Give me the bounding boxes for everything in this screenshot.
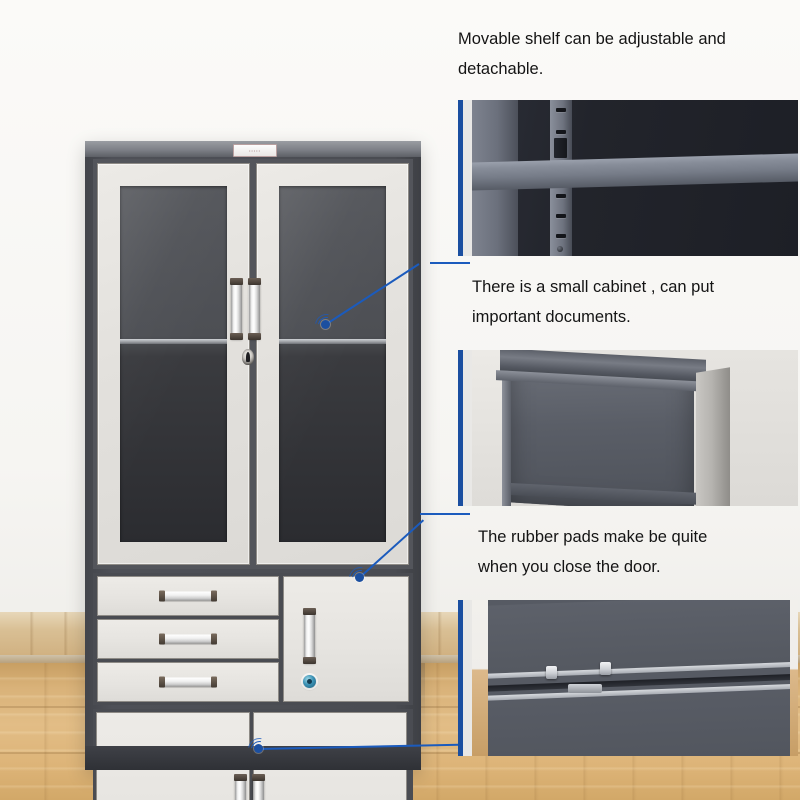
shelf-support-clip bbox=[554, 138, 567, 158]
leader-line-shelf-tail bbox=[430, 262, 470, 264]
room-background-right bbox=[790, 600, 798, 756]
glass-door-handle-left[interactable] bbox=[230, 278, 243, 340]
glass-door-right[interactable] bbox=[256, 163, 409, 565]
glass-pane-left bbox=[120, 186, 227, 542]
drawer-top[interactable] bbox=[97, 576, 279, 616]
glass-reflection bbox=[279, 186, 386, 542]
photo-accent-bar bbox=[458, 100, 463, 256]
filing-cabinet: ••••• bbox=[85, 141, 421, 800]
cabinet-plinth bbox=[85, 746, 421, 770]
glass-door-lock[interactable] bbox=[242, 349, 254, 365]
drawer-stack bbox=[97, 576, 279, 702]
photo-image-rubber-pads bbox=[472, 600, 798, 756]
photo-movable-shelf bbox=[458, 100, 798, 256]
callout-rubber-pads: The rubber pads make be quite when you c… bbox=[478, 522, 798, 582]
marker-dot bbox=[321, 320, 330, 329]
peg-hole bbox=[556, 194, 566, 198]
middle-section bbox=[93, 573, 413, 705]
door-catch-tab bbox=[568, 684, 602, 693]
marker-dot bbox=[355, 573, 364, 582]
glass-door-section bbox=[93, 159, 413, 569]
small-cabinet-marker[interactable] bbox=[344, 562, 378, 595]
callout-small-cabinet: There is a small cabinet , can put impor… bbox=[472, 272, 792, 332]
small-cabinet-front-edge bbox=[502, 359, 511, 506]
glass-pane-right bbox=[279, 186, 386, 542]
glass-door-handle-right[interactable] bbox=[248, 278, 261, 340]
peg-hole bbox=[556, 130, 566, 134]
shelf-marker[interactable] bbox=[310, 309, 344, 342]
rubber-pad bbox=[600, 662, 611, 675]
callout-text-line2: detachable. bbox=[458, 60, 544, 78]
rubber-pad bbox=[546, 666, 557, 679]
lower-door-handle-left[interactable] bbox=[234, 774, 247, 800]
callout-movable-shelf: Movable shelf can be adjustable and deta… bbox=[458, 24, 788, 84]
glass-reflection bbox=[120, 186, 227, 542]
room-background-left bbox=[472, 600, 488, 756]
callout-text-line1: There is a small cabinet , can put bbox=[472, 278, 715, 296]
door-panel-lower bbox=[472, 689, 798, 756]
leader-line-small-cabinet-tail bbox=[420, 513, 470, 515]
callout-text-line1: Movable shelf can be adjustable and bbox=[458, 30, 726, 48]
photo-image-small-cabinet bbox=[472, 350, 798, 506]
small-cabinet-lock[interactable] bbox=[303, 675, 316, 688]
shelf-screw bbox=[557, 246, 563, 252]
small-cabinet-door[interactable] bbox=[283, 576, 409, 702]
peg-hole bbox=[556, 214, 566, 218]
cabinet-nameplate: ••••• bbox=[233, 144, 277, 157]
drawer-middle[interactable] bbox=[97, 619, 279, 659]
photo-accent-bar bbox=[458, 600, 463, 756]
photo-image-shelf bbox=[472, 100, 798, 256]
small-cabinet-handle[interactable] bbox=[303, 608, 316, 664]
photo-small-cabinet bbox=[458, 350, 798, 506]
drawer-handle[interactable] bbox=[159, 633, 217, 645]
peg-hole bbox=[556, 108, 566, 112]
marker-dot bbox=[254, 744, 263, 753]
small-cabinet-open-door bbox=[696, 367, 730, 506]
callout-text-line2: important documents. bbox=[472, 308, 631, 326]
peg-hole bbox=[556, 234, 566, 238]
glass-door-left[interactable] bbox=[97, 163, 250, 565]
drawer-handle[interactable] bbox=[159, 590, 217, 602]
drawer-handle[interactable] bbox=[159, 676, 217, 688]
cabinet-nameplate-text: ••••• bbox=[248, 148, 261, 153]
callout-text-line2: when you close the door. bbox=[478, 558, 661, 576]
callout-text-line1: The rubber pads make be quite bbox=[478, 528, 708, 546]
drawer-bottom[interactable] bbox=[97, 662, 279, 702]
photo-rubber-pads bbox=[458, 600, 798, 756]
rubber-pad-marker[interactable] bbox=[243, 733, 277, 766]
lower-door-handle-right[interactable] bbox=[252, 774, 265, 800]
photo-accent-bar bbox=[458, 350, 463, 506]
